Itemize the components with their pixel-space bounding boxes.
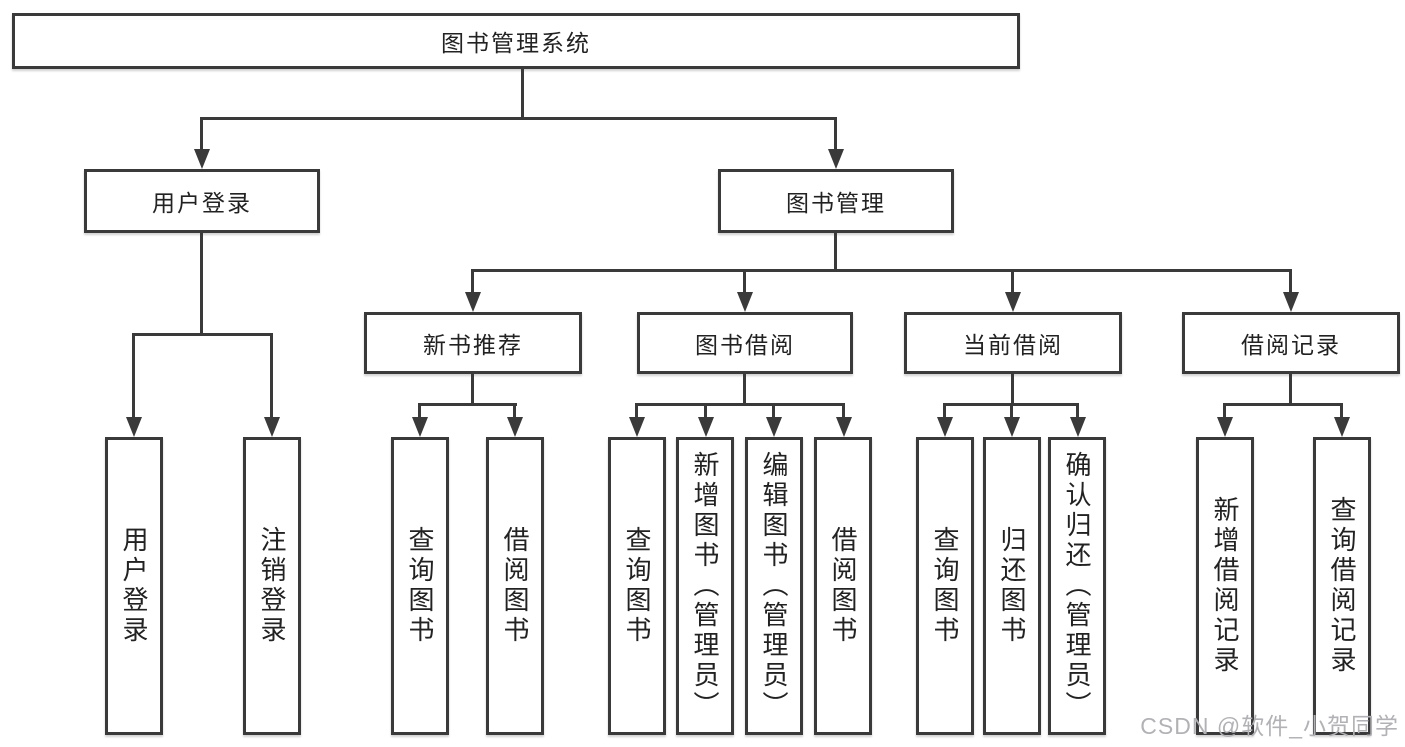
arrow-down-icon bbox=[465, 292, 481, 312]
arrow-down-icon bbox=[698, 417, 714, 437]
arrow-down-icon bbox=[836, 417, 852, 437]
arrow-down-icon bbox=[1004, 417, 1020, 437]
node-label: 图书管理系统 bbox=[441, 30, 591, 56]
connector-line bbox=[635, 403, 845, 406]
leaf-label: 查询图书 bbox=[405, 526, 435, 646]
node-label: 用户登录 bbox=[152, 190, 252, 216]
arrow-down-icon bbox=[1283, 292, 1299, 312]
node-book-management: 图书管理 bbox=[718, 169, 954, 233]
connector-line bbox=[270, 333, 273, 419]
connector-line bbox=[1223, 403, 1226, 421]
node-user-login: 用户登录 bbox=[84, 169, 320, 233]
connector-line bbox=[1223, 403, 1343, 406]
arrow-down-icon bbox=[412, 417, 428, 437]
leaf-label: 归还图书 bbox=[997, 526, 1027, 646]
arrow-down-icon bbox=[766, 417, 782, 437]
connector-line bbox=[200, 117, 837, 120]
node-borrow-records: 借阅记录 bbox=[1182, 312, 1400, 374]
leaf-label: 借阅图书 bbox=[500, 526, 530, 646]
node-current-borrow: 当前借阅 bbox=[904, 312, 1122, 374]
leaf-label: 查询借阅记录 bbox=[1327, 496, 1357, 676]
connector-line bbox=[471, 269, 1292, 272]
leaf-label: 新增借阅记录 bbox=[1210, 496, 1240, 676]
leaf-query-books-current: 查询图书 bbox=[916, 437, 974, 735]
connector-line bbox=[943, 403, 946, 421]
leaf-label: 注销登录 bbox=[257, 526, 287, 646]
node-label: 新书推荐 bbox=[423, 332, 523, 358]
leaf-label: 确认归还（管理员） bbox=[1062, 451, 1092, 721]
leaf-query-books-borrow: 查询图书 bbox=[608, 437, 666, 735]
node-label: 图书借阅 bbox=[695, 332, 795, 358]
arrow-down-icon bbox=[1070, 417, 1086, 437]
arrow-down-icon bbox=[937, 417, 953, 437]
leaf-add-borrow-record: 新增借阅记录 bbox=[1196, 437, 1254, 735]
connector-line bbox=[1011, 269, 1014, 294]
node-new-book-recommend: 新书推荐 bbox=[364, 312, 582, 374]
leaf-label: 查询图书 bbox=[930, 526, 960, 646]
leaf-label: 借阅图书 bbox=[828, 526, 858, 646]
leaf-label: 查询图书 bbox=[622, 526, 652, 646]
leaf-confirm-return-admin: 确认归还（管理员） bbox=[1048, 437, 1106, 735]
connector-line bbox=[704, 403, 707, 421]
connector-line bbox=[132, 333, 135, 419]
node-label: 图书管理 bbox=[786, 190, 886, 216]
connector-line bbox=[200, 233, 203, 334]
connector-line bbox=[132, 333, 273, 336]
arrow-down-icon bbox=[507, 417, 523, 437]
leaf-query-borrow-record: 查询借阅记录 bbox=[1313, 437, 1371, 735]
leaf-user-login: 用户登录 bbox=[105, 437, 163, 735]
leaf-add-books-admin: 新增图书（管理员） bbox=[676, 437, 734, 735]
connector-line bbox=[521, 69, 524, 119]
connector-line bbox=[842, 403, 845, 421]
node-root-book-management-system: 图书管理系统 bbox=[12, 13, 1020, 69]
leaf-label: 编辑图书（管理员） bbox=[759, 451, 789, 721]
connector-line bbox=[471, 269, 474, 294]
leaf-label: 新增图书（管理员） bbox=[690, 451, 720, 721]
connector-line bbox=[418, 403, 517, 406]
leaf-logout: 注销登录 bbox=[243, 437, 301, 735]
connector-line bbox=[418, 403, 421, 421]
connector-line bbox=[1289, 374, 1292, 405]
leaf-edit-books-admin: 编辑图书（管理员） bbox=[745, 437, 803, 735]
connector-line bbox=[1076, 403, 1079, 421]
connector-line bbox=[834, 117, 837, 151]
connector-line bbox=[1010, 403, 1013, 421]
arrow-down-icon bbox=[828, 149, 844, 169]
connector-line bbox=[743, 374, 746, 405]
connector-line bbox=[635, 403, 638, 421]
node-label: 借阅记录 bbox=[1241, 332, 1341, 358]
connector-line bbox=[200, 117, 203, 151]
arrow-down-icon bbox=[737, 292, 753, 312]
connector-line bbox=[743, 269, 746, 294]
arrow-down-icon bbox=[1005, 292, 1021, 312]
leaf-borrow-books: 借阅图书 bbox=[814, 437, 872, 735]
node-book-borrow: 图书借阅 bbox=[637, 312, 853, 374]
arrow-down-icon bbox=[629, 417, 645, 437]
leaf-label: 用户登录 bbox=[119, 526, 149, 646]
leaf-query-books-recommend: 查询图书 bbox=[391, 437, 449, 735]
connector-line bbox=[1011, 374, 1014, 405]
arrow-down-icon bbox=[264, 417, 280, 437]
connector-line bbox=[772, 403, 775, 421]
connector-line bbox=[1289, 269, 1292, 294]
arrow-down-icon bbox=[126, 417, 142, 437]
connector-line bbox=[513, 403, 516, 421]
connector-line bbox=[471, 374, 474, 405]
leaf-return-books: 归还图书 bbox=[983, 437, 1041, 735]
connector-line bbox=[1340, 403, 1343, 421]
arrow-down-icon bbox=[194, 149, 210, 169]
connector-line bbox=[834, 233, 837, 271]
leaf-borrow-books-recommend: 借阅图书 bbox=[486, 437, 544, 735]
arrow-down-icon bbox=[1334, 417, 1350, 437]
node-label: 当前借阅 bbox=[963, 332, 1063, 358]
watermark: CSDN @软件_小贺同学 bbox=[1140, 713, 1399, 739]
arrow-down-icon bbox=[1217, 417, 1233, 437]
